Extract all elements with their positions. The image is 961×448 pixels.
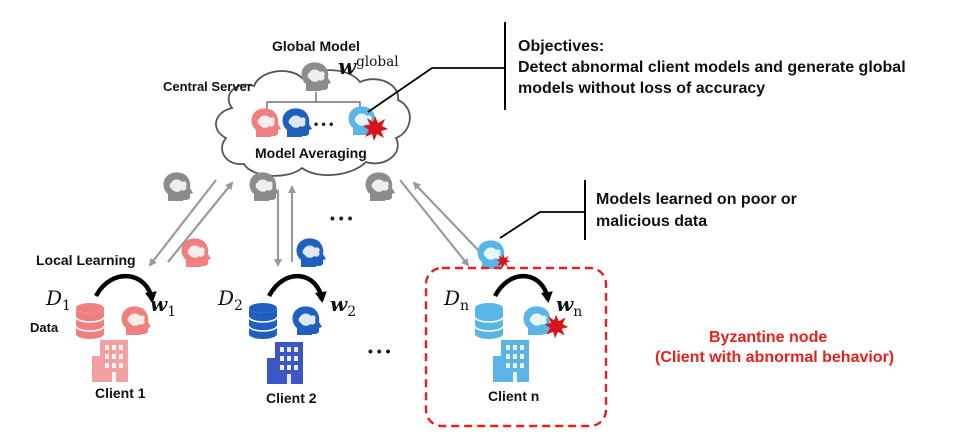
upload-model-icon-2 (296, 238, 326, 267)
server-ellipsis: • • • (314, 117, 334, 131)
byzantine-subtitle: (Client with abnormal behavior) (655, 349, 895, 366)
local-learning-label: Local Learning (36, 252, 136, 268)
poor-models-callout-line (499, 211, 585, 239)
client2-data-icon (248, 302, 278, 340)
objectives-callout-line (367, 67, 505, 113)
client1-weight-symbol: w1 (150, 292, 177, 320)
upload-model-icon-1 (181, 238, 211, 267)
clientn-building-icon (493, 340, 529, 382)
objectives-line-2: Detect abnormal client models and genera… (518, 59, 906, 76)
objectives-line-3: models without loss of accuracy (518, 80, 766, 97)
poor-models-line-1: Models learned on poor or (596, 191, 797, 208)
client1-dataset-symbol: D1 (46, 286, 71, 314)
clientn-name: Client n (488, 388, 540, 404)
client2-training-arrow (267, 274, 327, 303)
client1-local-model-icon (121, 306, 151, 335)
server-cloud (215, 69, 411, 177)
byzantine-title: Byzantine node (709, 329, 828, 346)
clientn-dataset-symbol: Dn (444, 286, 470, 314)
upload-arrow-n (412, 181, 481, 253)
poor-models-line-2: malicious data (596, 213, 708, 230)
client2-name: Client 2 (266, 390, 317, 406)
data-label: Data (30, 320, 59, 335)
client2-weight-symbol: w2 (330, 292, 357, 320)
middle-ellipsis-top: • • • (330, 210, 353, 226)
clientn-local-model-icon (523, 306, 553, 335)
clientn-weight-symbol: wn (556, 292, 583, 320)
clientn-data-icon (474, 302, 504, 340)
global-weight-symbol: wglobal (338, 54, 399, 79)
broadcast-model-icon-1 (163, 172, 193, 201)
model-averaging-label: Model Averaging (255, 145, 367, 161)
download-arrow-n (399, 179, 470, 267)
client1-name: Client 1 (95, 385, 146, 401)
client1-training-arrow (94, 274, 157, 303)
upload-arrow-1 (167, 181, 234, 263)
global-model-label: Global Model (272, 38, 360, 54)
download-arrow-1 (148, 179, 217, 267)
client1-building-icon (92, 340, 128, 382)
broadcast-model-icon-n (365, 172, 395, 201)
client2-dataset-symbol: D2 (218, 286, 243, 314)
byzantine-box (424, 266, 608, 428)
clientn-training-arrow (493, 274, 553, 303)
client2-building-icon (267, 342, 303, 384)
central-server-label: Central Server (163, 79, 252, 94)
objectives-line-1: Objectives: (518, 38, 605, 55)
client1-data-icon (75, 302, 105, 340)
client2-local-model-icon (292, 306, 322, 335)
middle-ellipsis-bottom: • • • (368, 343, 391, 359)
